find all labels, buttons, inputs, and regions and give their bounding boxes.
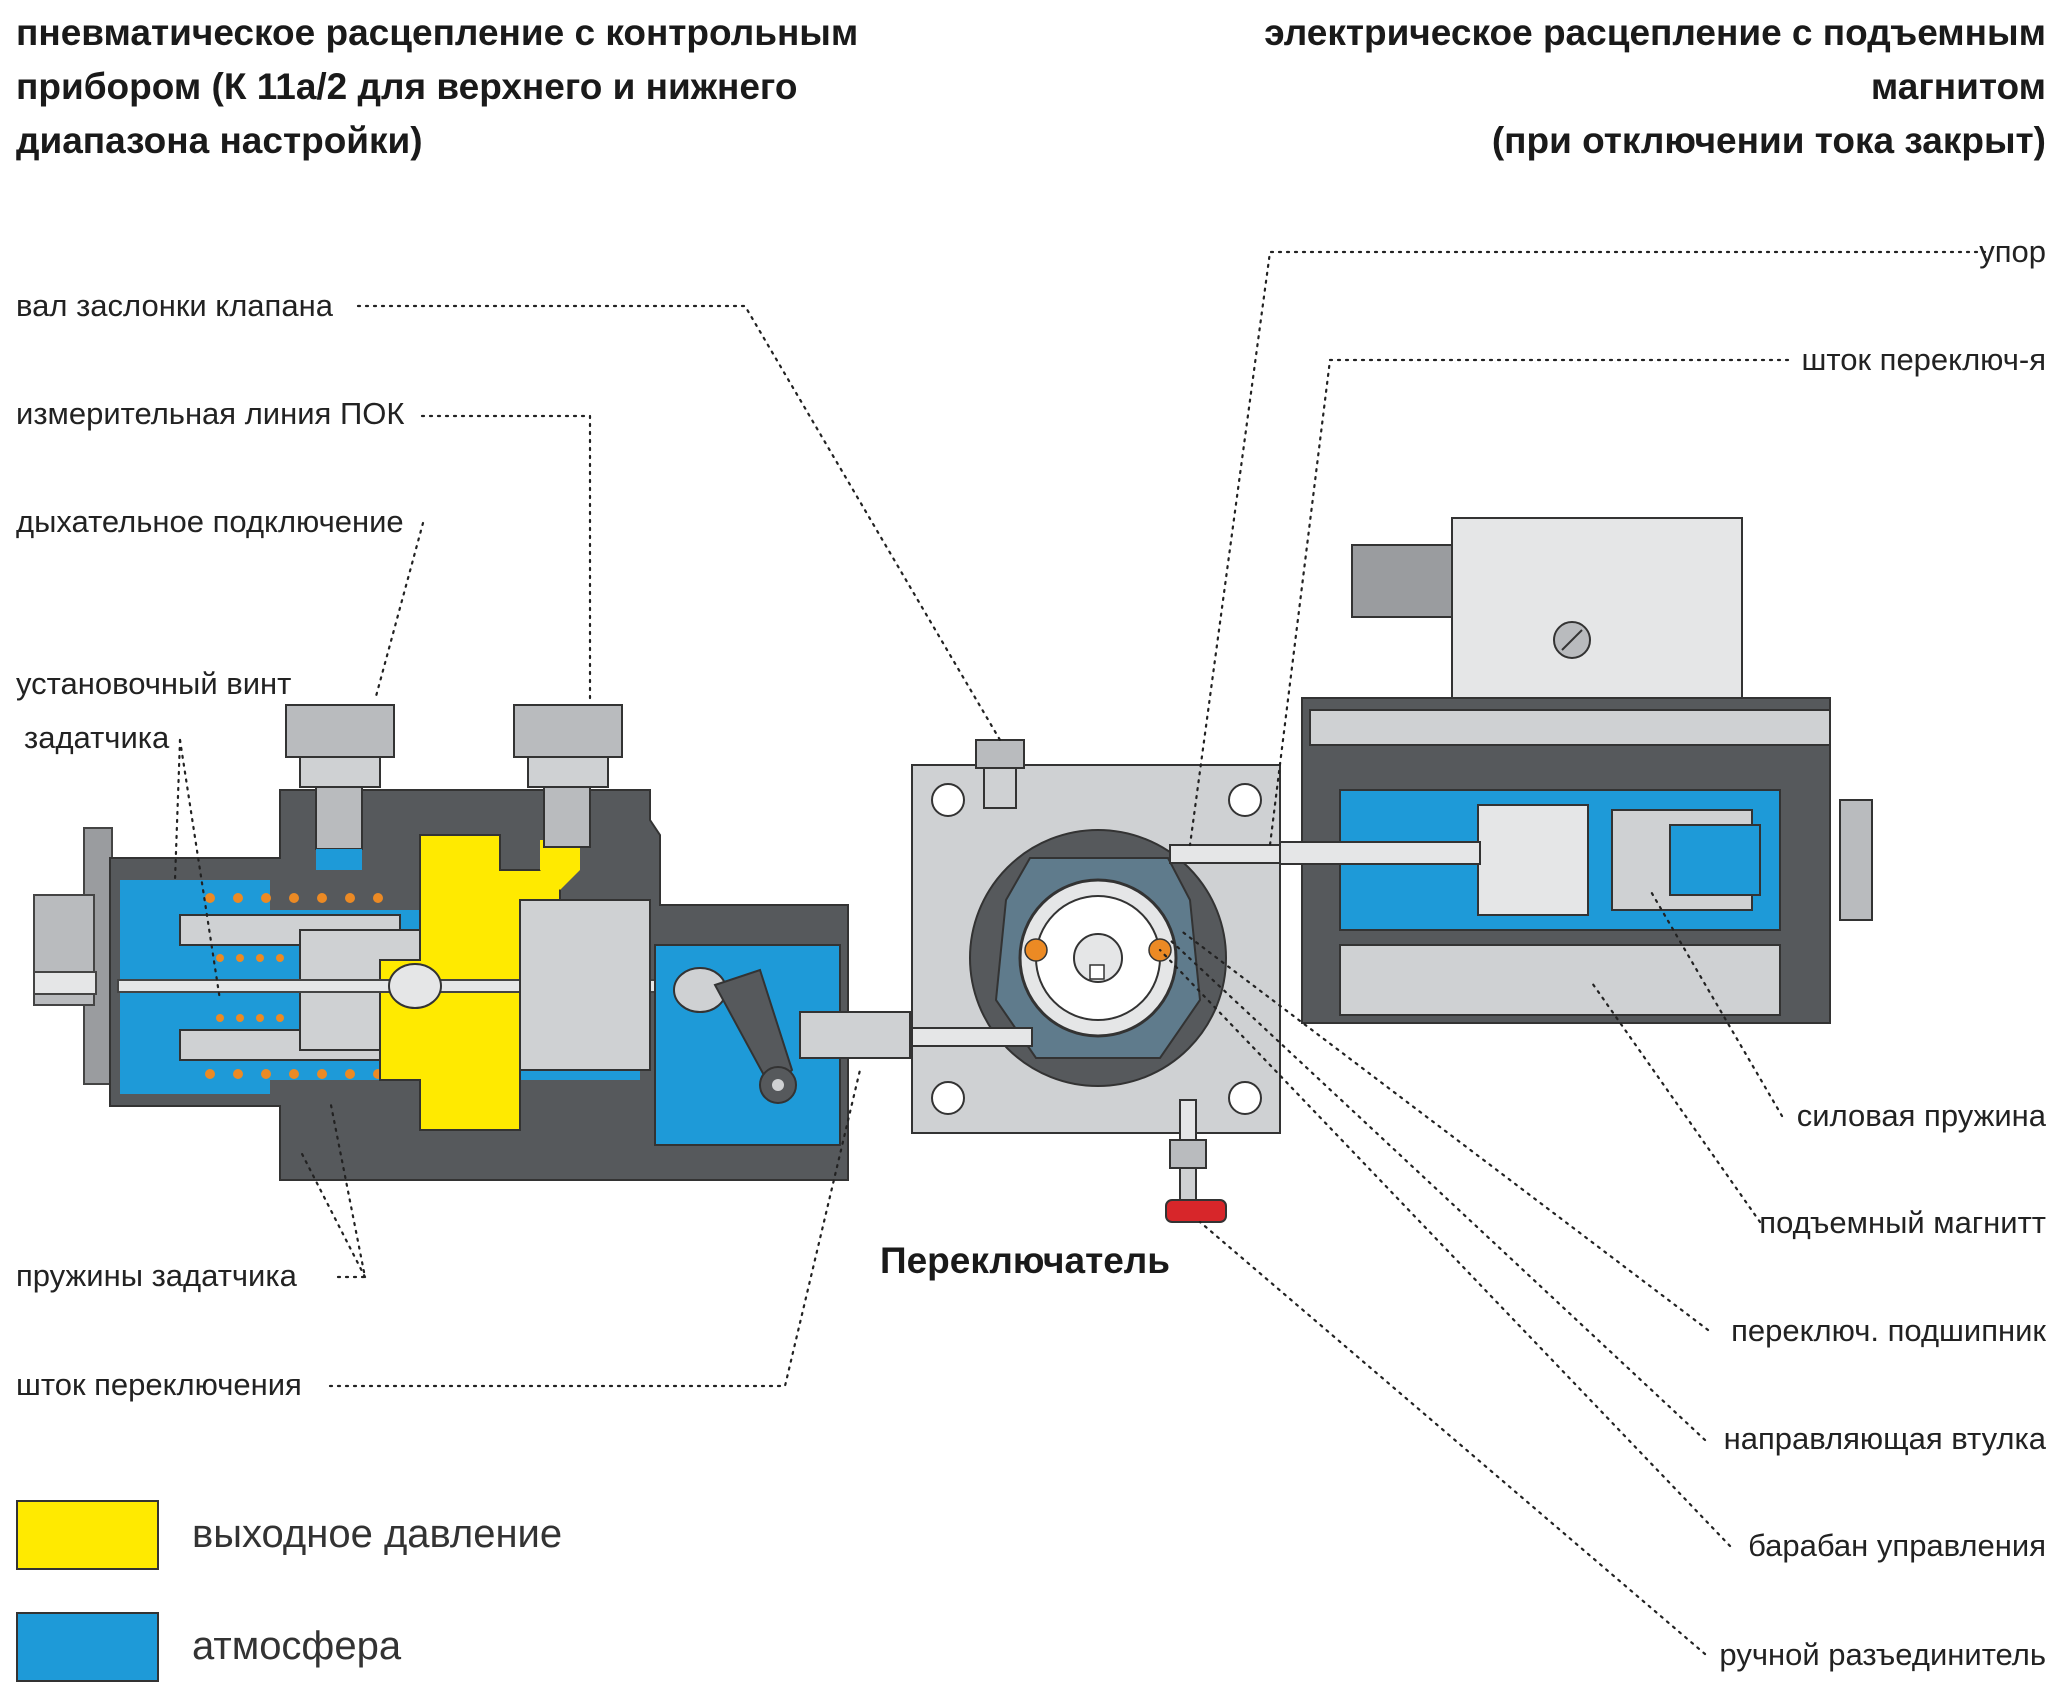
legend-swatch-atmosphere bbox=[16, 1612, 159, 1682]
label-measuring-line: измерительная линия ПОК bbox=[16, 396, 405, 431]
label-breather-connection: дыхательное подключение bbox=[16, 504, 404, 539]
label-power-spring: силовая пружина bbox=[1796, 1098, 2046, 1133]
label-lift-magnet: подъемный магнитт bbox=[1759, 1205, 2046, 1240]
measuring-line-fitting bbox=[513, 704, 623, 848]
label-switch-rod-left: шток переключения bbox=[16, 1367, 302, 1402]
label-switch-rod-right: шток переключ-я bbox=[1801, 342, 2046, 377]
label-guide-bush: направляющая втулка bbox=[1723, 1421, 2046, 1456]
label-switch-bearing: переключ. подшипник bbox=[1731, 1313, 2046, 1348]
switch-unit bbox=[911, 739, 1291, 1223]
label-manual-release: ручной разъединитель bbox=[1719, 1637, 2046, 1672]
title-line: электрическое расцепление с подъемным bbox=[1264, 12, 2046, 53]
title-line: пневматическое расцепление с контрольным bbox=[16, 12, 859, 53]
label-setter-screw-2: задатчика bbox=[24, 720, 170, 755]
legend-label-output-pressure: выходное давление bbox=[192, 1512, 563, 1556]
title-line: (при отключении тока закрыт) bbox=[1491, 120, 2046, 161]
legend-label-atmosphere: атмосфера bbox=[192, 1624, 402, 1668]
title-line: магнитом bbox=[1870, 66, 2046, 107]
label-stop: упор bbox=[1979, 234, 2046, 269]
label-valve-shaft: вал заслонки клапана bbox=[16, 288, 333, 323]
legend-swatch-output-pressure bbox=[16, 1500, 159, 1570]
title-line: диапазона настройки) bbox=[16, 120, 423, 161]
pneumatic-release-unit bbox=[33, 704, 911, 1181]
label-setter-screw: установочный винт bbox=[16, 666, 292, 701]
title-line: прибором (К 11а/2 для верхнего и нижнего bbox=[16, 66, 798, 107]
label-setter-springs: пружины задатчика bbox=[16, 1258, 297, 1293]
label-control-drum: барабан управления bbox=[1748, 1528, 2046, 1563]
title-pneumatic-release: пневматическое расцепление с контрольным… bbox=[16, 6, 858, 168]
switch-caption: Переключатель bbox=[880, 1240, 1171, 1281]
title-electric-release: электрическое расцепление с подъемным ма… bbox=[1264, 6, 2046, 168]
electric-release-unit bbox=[1279, 517, 1873, 1024]
breather-fitting bbox=[285, 704, 395, 870]
leader-lines bbox=[173, 250, 1987, 1656]
